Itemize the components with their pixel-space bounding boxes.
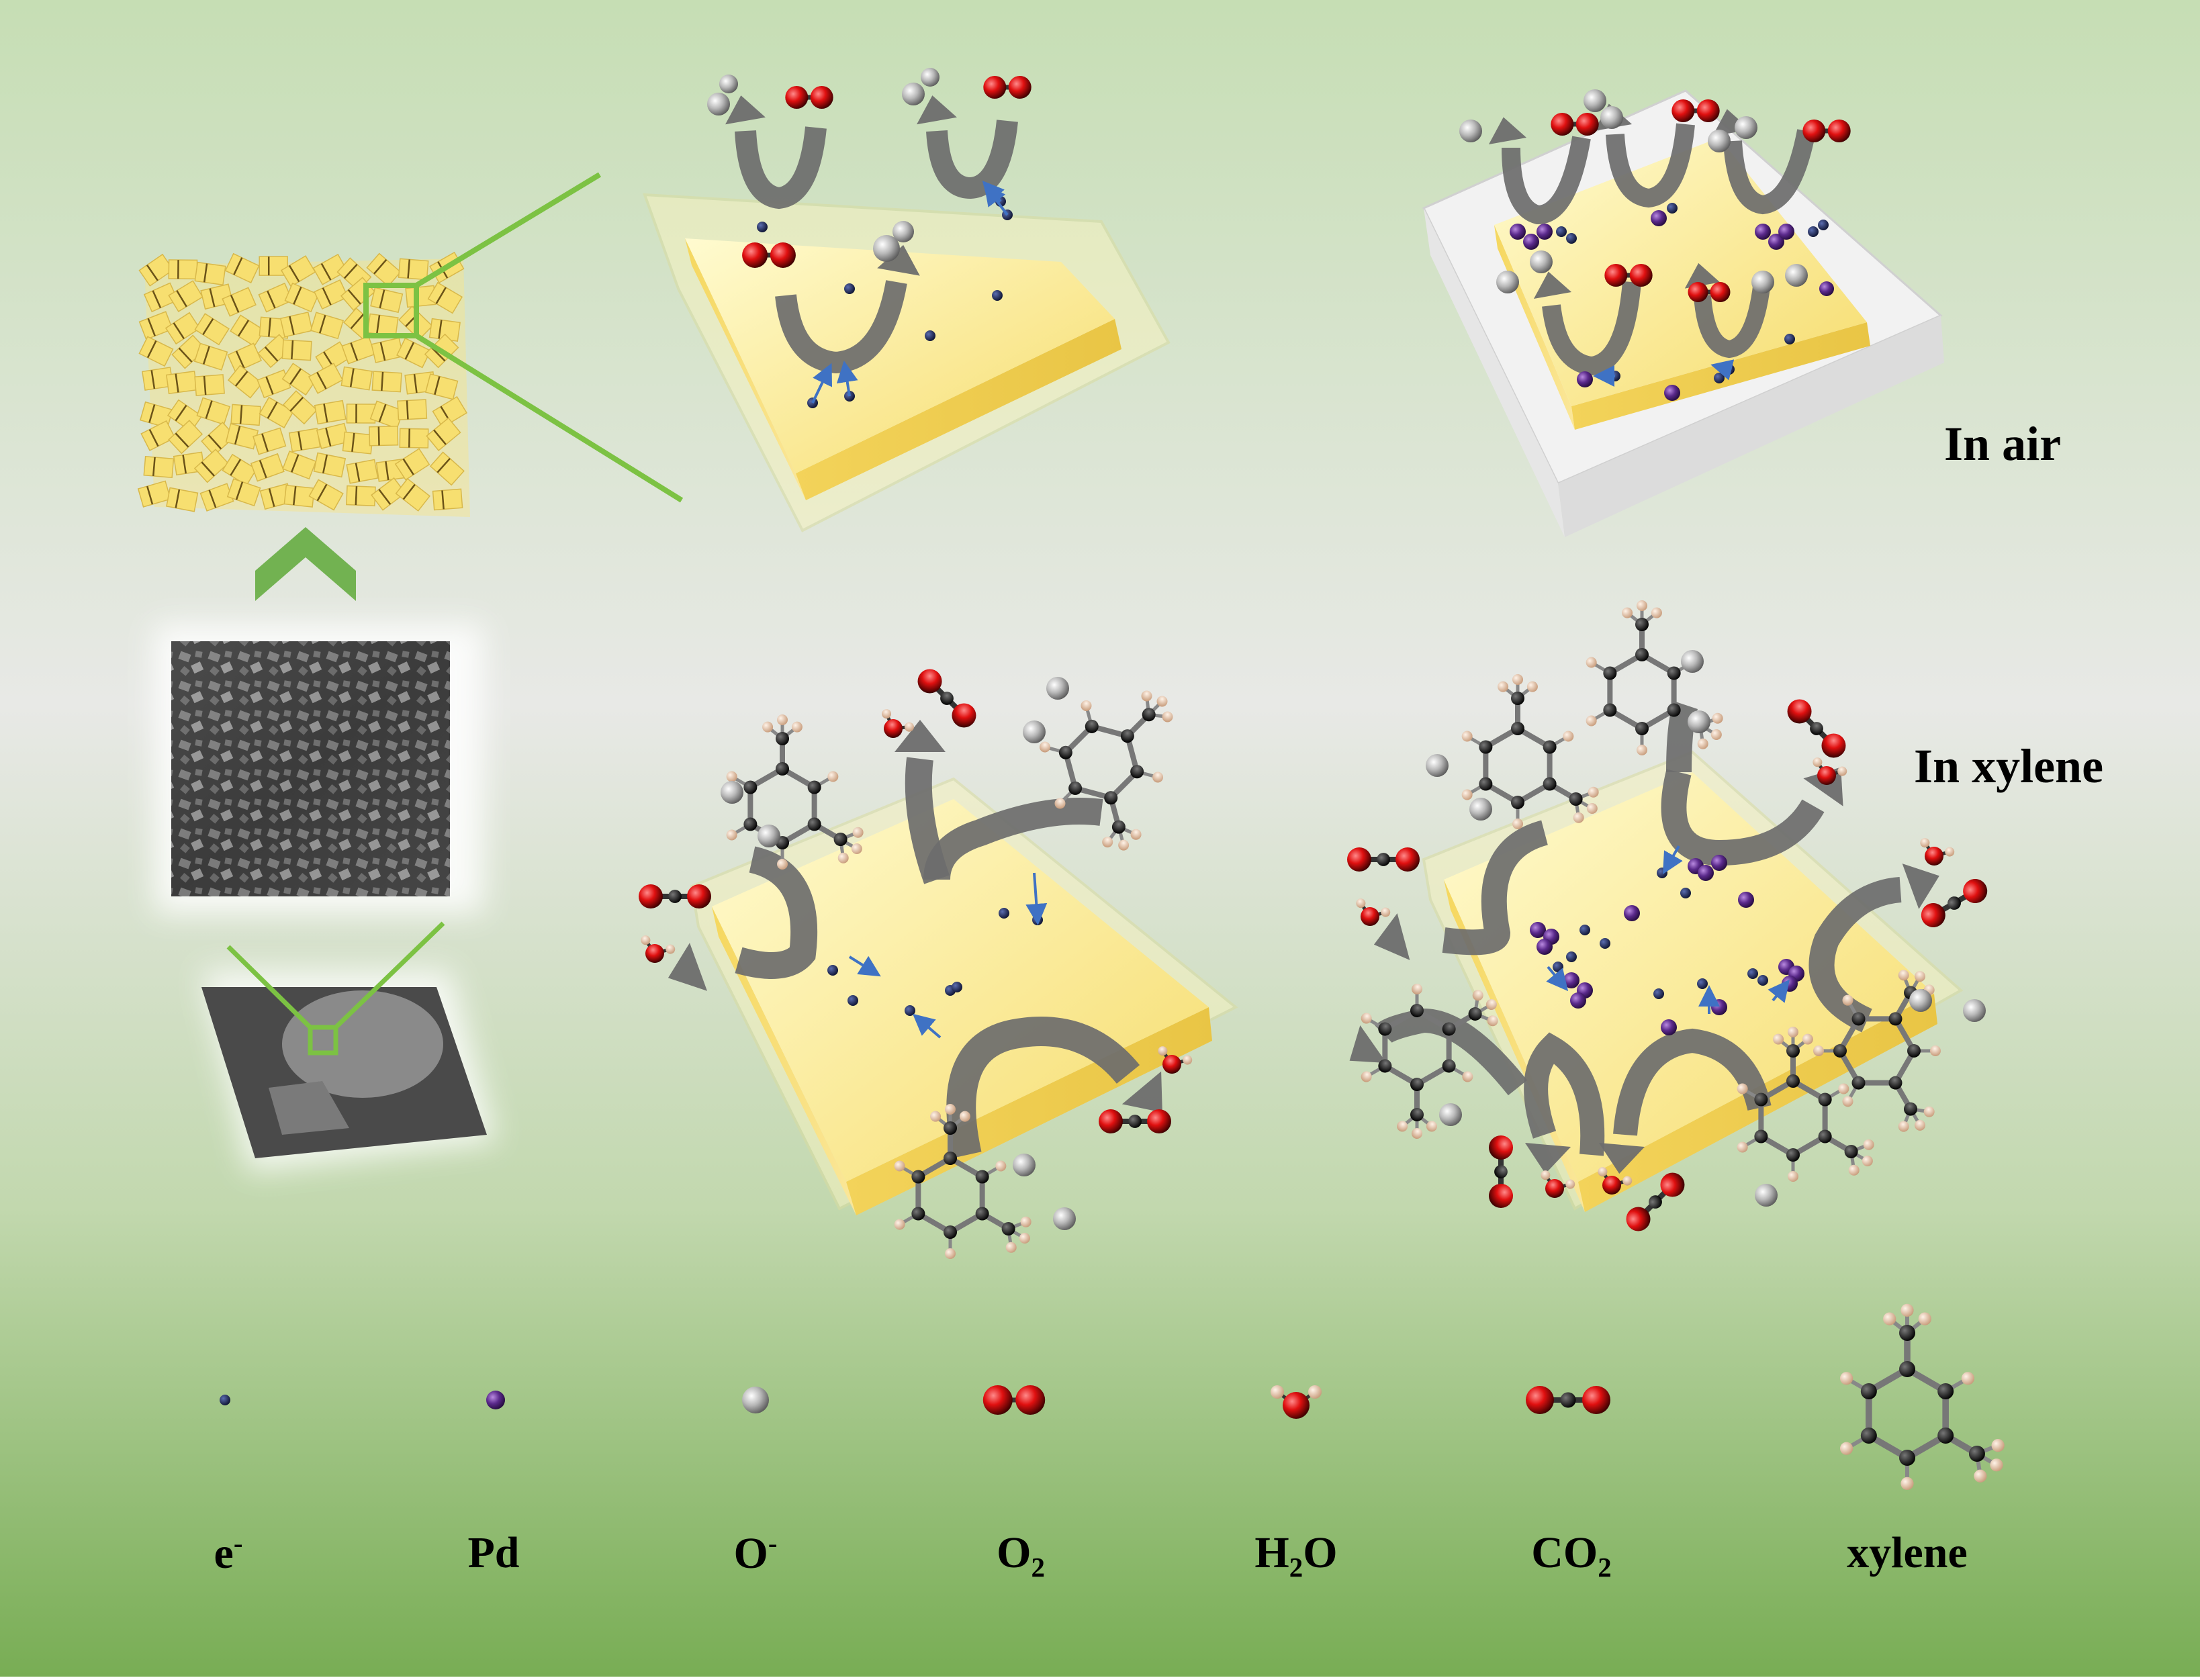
pd-atom-icon (1661, 1019, 1677, 1035)
electron-dot-icon (1653, 988, 1664, 999)
electron-dot-icon (1600, 938, 1610, 949)
pd-atom-icon (1711, 999, 1727, 1015)
pd-atom-icon (1738, 892, 1754, 908)
pd-atom-icon (1563, 972, 1579, 988)
pd-atom-icon (1819, 281, 1834, 296)
electron-dot-icon (1566, 233, 1577, 244)
oxygen-ion-icon (892, 221, 914, 242)
condition-label-air: In air (1944, 416, 2061, 472)
legend-label-xylene: xylene (1847, 1528, 1968, 1579)
condition-label-xylene: In xylene (1914, 739, 2103, 794)
oxygen-ion-icon (1751, 271, 1774, 293)
oxygen-ion-icon (1496, 271, 1519, 293)
pd-atom-icon (1698, 865, 1714, 881)
oxygen-ion-icon (707, 93, 730, 115)
electron-dot-icon (952, 982, 962, 992)
oxygen-ion-icon (1688, 710, 1710, 733)
oxygen-ion-icon (1755, 1184, 1778, 1207)
electron-dot-icon (1553, 962, 1563, 972)
oxygen-ion-icon (1426, 754, 1449, 777)
oxygen-ion-icon (902, 83, 925, 105)
electron-dot-icon (757, 222, 768, 232)
electron-dot-icon (1680, 888, 1691, 898)
electron-dot-icon (1556, 226, 1567, 237)
legend-label-electron: e- (214, 1528, 243, 1579)
electron-dot-icon (847, 995, 858, 1006)
electron-dot-icon (1757, 975, 1768, 986)
pd-atom-icon (1523, 234, 1539, 250)
electron-dot-icon (999, 908, 1009, 919)
pd-atom-icon (486, 1391, 505, 1409)
oxygen-ion-icon (1469, 798, 1492, 821)
oxygen-ion-icon (1735, 116, 1757, 139)
legend-label-co2: CO2 (1531, 1528, 1611, 1583)
oxygen-ion-icon (1459, 120, 1482, 142)
pd-atom-icon (1537, 939, 1553, 955)
electron-dot-icon (1808, 226, 1819, 237)
oxygen-ion-icon (1053, 1207, 1076, 1230)
electron-dot-icon (992, 290, 1003, 301)
nanoflake-cluster (138, 252, 470, 517)
pd-atom-icon (1651, 210, 1667, 226)
pd-atom-icon (1577, 371, 1593, 387)
oxygen-ion-icon (1600, 106, 1623, 129)
legend-label-pd: Pd (467, 1528, 519, 1579)
oxygen-ion-icon (758, 825, 780, 847)
electron-dot-icon (844, 283, 855, 294)
electron-dot-icon (1714, 373, 1725, 383)
oxygen-ion-icon (1584, 89, 1606, 112)
electron-dot-icon (827, 965, 838, 976)
oxygen-ion-icon (1785, 264, 1808, 287)
oxygen-ion-icon (1439, 1103, 1462, 1126)
oxygen-ion-icon (1909, 989, 1932, 1012)
electron-dot-icon (1579, 925, 1590, 935)
pd-atom-icon (1782, 976, 1798, 992)
legend-label-oxygen-ion: O- (734, 1528, 778, 1579)
oxygen-ion-icon (1963, 999, 1986, 1022)
electron-dot-icon (1818, 220, 1829, 230)
electron-dot-icon (1784, 334, 1795, 344)
pd-atom-icon (1624, 905, 1640, 921)
pd-atom-icon (1570, 992, 1586, 1009)
electron-dot-icon (1566, 951, 1577, 962)
oxygen-ion-icon (721, 781, 743, 804)
electron-dot-icon (220, 1395, 230, 1405)
electron-dot-icon (1697, 978, 1708, 989)
electron-dot-icon (1667, 203, 1678, 214)
oxygen-ion-icon (1023, 720, 1046, 743)
oxygen-ion-icon (719, 75, 738, 93)
legend-label-o2: O2 (997, 1528, 1045, 1583)
oxygen-ion-icon (1530, 250, 1553, 273)
pd-atom-icon (1778, 224, 1794, 240)
pd-atom-icon (1664, 385, 1680, 401)
electron-dot-icon (1747, 968, 1758, 979)
pd-atom-icon (1510, 224, 1526, 240)
oxygen-ion-icon (921, 68, 939, 87)
pd-atom-icon (1711, 855, 1727, 871)
pd-atom-icon (1755, 224, 1771, 240)
legend-label-h2o: H2O (1254, 1528, 1337, 1583)
electron-dot-icon (905, 1005, 915, 1016)
electron-dot-icon (925, 330, 935, 341)
oxygen-ion-icon (1681, 650, 1704, 673)
oxygen-ion-icon (1708, 130, 1731, 152)
oxygen-ion-icon (1046, 677, 1069, 700)
oxygen-ion-icon (742, 1387, 769, 1413)
device-sensing-film (282, 990, 443, 1098)
oxygen-ion-icon (1013, 1154, 1036, 1176)
pd-atom-icon (1537, 224, 1553, 240)
